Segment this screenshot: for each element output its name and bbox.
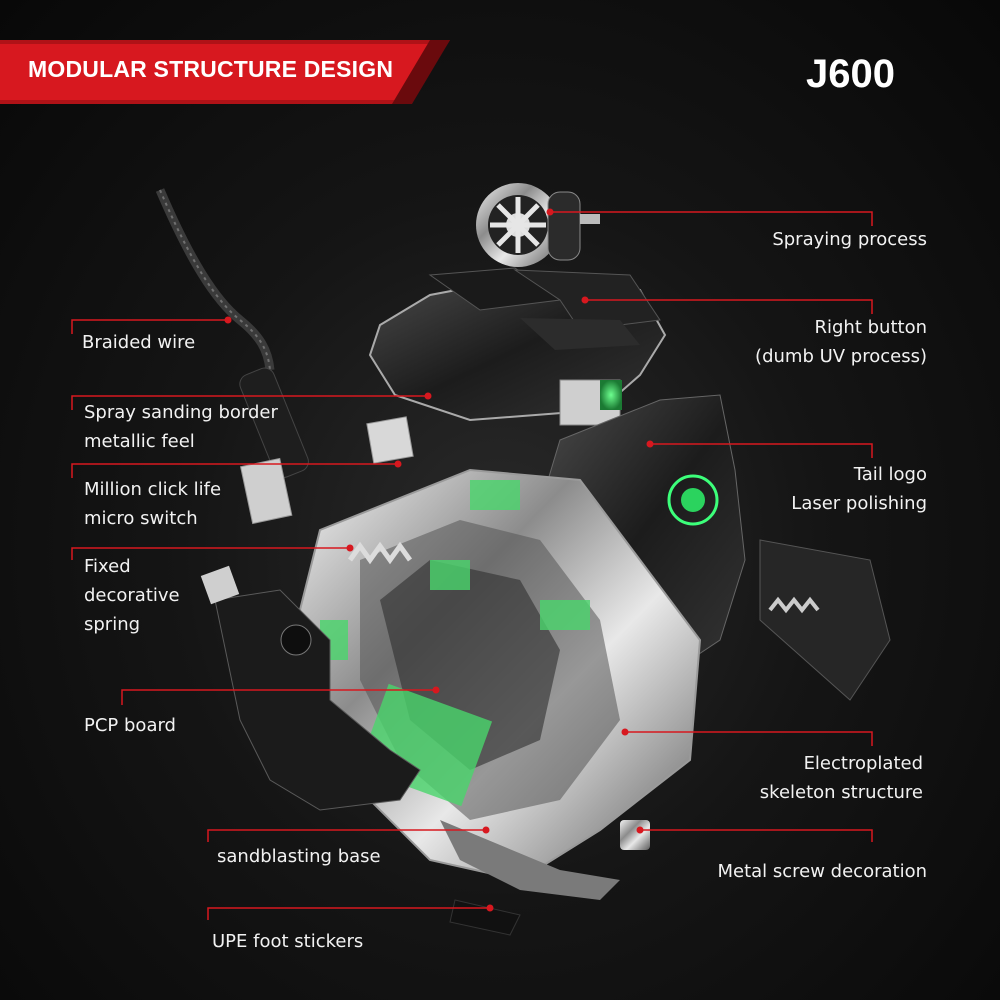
callout-line: Spray sanding border [84,402,278,423]
callout-pcp-board: PCP board [84,711,176,740]
callout-line: spring [84,614,141,635]
callout-line: Right button [814,317,928,338]
side-grip-graphic [214,589,421,811]
upe-foot-graphic [449,899,521,936]
callout-line: Fixed [84,556,131,577]
model-name: J600 [806,52,895,96]
callout-spring: Fixed decorative spring [84,552,180,639]
callout-line: sandblasting base [217,846,381,867]
callout-spray-sanding: Spray sanding border metallic feel [84,398,278,456]
callout-line: Tail logo [853,464,927,485]
micro-switch-graphic-1 [366,416,414,464]
callout-line: (dumb UV process) [755,346,927,367]
callout-tail-logo: Tail logo Laser polishing [791,460,927,518]
fixed-spring-graphic [347,541,413,565]
callout-electroplated: Electroplated skeleton structure [760,749,923,807]
scorpion-logo-graphic [667,474,719,526]
callout-line: PCP board [84,715,176,736]
callout-line: Million click life [84,479,222,500]
banner-title: MODULAR STRUCTURE DESIGN [28,56,394,82]
callout-line: micro switch [84,508,198,529]
callout-micro-switch: Million click life micro switch [84,475,221,533]
callout-line: Braided wire [82,332,196,353]
callout-spraying-process: Spraying process [772,225,927,254]
callout-line: Spraying process [772,229,927,250]
callout-braided-wire: Braided wire [82,328,195,357]
callout-line: Metal screw decoration [717,861,927,882]
title-banner: MODULAR STRUCTURE DESIGN [0,40,450,104]
callout-line: Laser polishing [791,493,927,514]
scroll-wheel-graphic [476,183,600,267]
callout-line: Electroplated [803,753,923,774]
callout-line: skeleton structure [759,782,923,803]
callout-metal-screw: Metal screw decoration [717,857,927,886]
callout-upe-feet: UPE foot stickers [212,927,363,956]
callout-sandblasting-base: sandblasting base [217,842,381,871]
callout-line: UPE foot stickers [212,931,364,952]
metal-screw-graphic [620,820,650,850]
leader-lines [71,211,873,920]
base-graphic [440,820,620,900]
banner-shape [0,40,450,104]
callout-line: decorative [84,585,180,606]
side-spring-right [768,596,820,614]
callout-right-button: Right button (dumb UV process) [755,313,927,371]
callout-line: metallic feel [84,431,195,452]
micro-switch-graphic-2 [240,457,293,525]
